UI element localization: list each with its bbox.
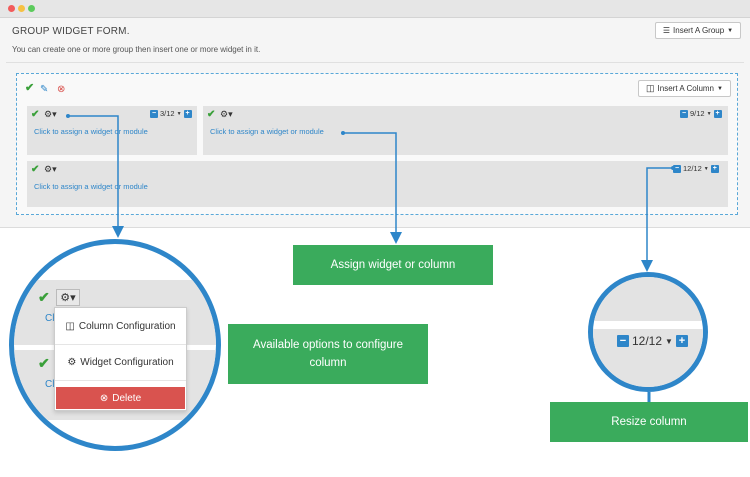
delete-circle-icon: ⊗ [99, 392, 109, 404]
column-3-12: ✔ ⚙▾ − 3/12▼ + Click to assign a widget … [27, 106, 197, 155]
assign-callout-label: Assign widget or column [293, 245, 493, 285]
gear-dropdown-button[interactable]: ⚙▾ [56, 289, 80, 306]
close-window-dot[interactable] [8, 5, 15, 12]
caret-down-icon: ▼ [176, 110, 182, 117]
assign-widget-link[interactable]: Click to assign a widget or module [34, 127, 148, 136]
maximize-window-dot[interactable] [28, 5, 35, 12]
list-icon: ☰ [662, 26, 671, 35]
insert-group-button[interactable]: ☰ Insert A Group ▼ [655, 22, 741, 39]
caret-down-icon: ▼ [727, 27, 734, 34]
caret-down-icon: ▼ [665, 336, 673, 346]
column-12-12: ✔ ⚙▾ − 12/12▼ + Click to assign a widget… [27, 161, 728, 207]
column-size-label[interactable]: 3/12 [160, 109, 175, 118]
gear-icon: ⚙ [67, 356, 77, 368]
caret-down-icon: ▼ [703, 165, 709, 172]
widget-configuration-label: Widget Configuration [80, 356, 174, 368]
column-size-control: − 9/12▼ + [680, 109, 722, 118]
check-icon[interactable]: ✔ [207, 109, 216, 120]
minus-icon[interactable]: − [150, 109, 158, 118]
gear-dropdown-icon[interactable]: ⚙▾ [44, 164, 57, 174]
group-edit-icon[interactable]: ✎ [40, 84, 49, 95]
gear-dropdown-icon[interactable]: ⚙▾ [44, 109, 57, 119]
zoom-resize-circle: − 12/12▼ + [588, 272, 708, 392]
zoom-options-circle: ✔ ⚙▾ Cl ✔ Cl ◫ Column Configuration ⚙ Wi… [9, 239, 221, 451]
check-icon[interactable]: ✔ [38, 289, 50, 305]
menu-divider [55, 344, 186, 345]
columns-icon: ◫ [65, 320, 75, 332]
assign-widget-link[interactable]: Click to assign a widget or module [210, 127, 324, 136]
minimize-window-dot[interactable] [18, 5, 25, 12]
menu-divider [55, 380, 186, 381]
delete-label: Delete [112, 392, 142, 404]
assign-widget-link[interactable]: Click to assign a widget or module [34, 182, 148, 191]
column-9-12: ✔ ⚙▾ − 9/12▼ + Click to assign a widget … [203, 106, 728, 155]
minus-icon[interactable]: − [617, 335, 629, 347]
column-size-label[interactable]: 9/12 [690, 109, 705, 118]
insert-group-label: Insert A Group [673, 26, 725, 35]
minus-icon[interactable]: − [680, 109, 688, 118]
caret-down-icon: ▼ [717, 85, 723, 92]
form-description: You can create one or more group then in… [12, 45, 261, 54]
columns-icon: ◫ [646, 83, 655, 93]
minus-icon[interactable]: − [673, 164, 681, 173]
form-divider [6, 62, 744, 63]
plus-icon[interactable]: + [183, 109, 192, 118]
check-icon[interactable]: ✔ [38, 355, 50, 371]
insert-column-button[interactable]: ◫ Insert A Column ▼ [638, 80, 731, 97]
group-delete-icon[interactable]: ⊗ [57, 84, 66, 95]
column-size-control: − 3/12▼ + [150, 109, 192, 118]
assign-widget-link-fragment[interactable]: Cl [45, 313, 55, 324]
column-size-control: − 12/12▼ + [673, 164, 719, 173]
column-configuration-item[interactable]: ◫ Column Configuration [55, 318, 186, 334]
check-icon[interactable]: ✔ [31, 164, 40, 175]
column-options-menu: ◫ Column Configuration ⚙ Widget Configur… [54, 307, 187, 411]
window-titlebar [0, 0, 750, 18]
browser-window: GROUP WIDGET FORM. You can create one or… [0, 0, 750, 228]
form-title: GROUP WIDGET FORM. [12, 26, 130, 37]
plus-icon[interactable]: + [713, 109, 722, 118]
resize-callout-label: Resize column [550, 402, 748, 442]
options-callout-line1: Available options to configure [252, 339, 404, 351]
gear-dropdown-icon[interactable]: ⚙▾ [220, 109, 233, 119]
plus-icon[interactable]: + [710, 164, 719, 173]
options-callout-line2: column [309, 357, 347, 369]
zoom-size-control: − 12/12▼ + [617, 334, 688, 348]
check-icon[interactable]: ✔ [31, 109, 40, 120]
plus-icon[interactable]: + [675, 335, 688, 347]
column-configuration-label: Column Configuration [78, 320, 176, 332]
options-callout-label: Available options to configure column [228, 324, 428, 384]
assign-widget-link-fragment[interactable]: Cl [45, 379, 55, 390]
zoom-size-label[interactable]: 12/12 [632, 334, 663, 348]
widget-configuration-item[interactable]: ⚙ Widget Configuration [55, 354, 186, 370]
group-check-icon[interactable]: ✔ [25, 82, 35, 94]
insert-column-label: Insert A Column [657, 84, 715, 93]
delete-button[interactable]: ⊗ Delete [56, 387, 185, 409]
caret-down-icon: ▼ [706, 110, 712, 117]
zoom-column-top [593, 277, 703, 321]
column-size-label[interactable]: 12/12 [683, 164, 702, 173]
